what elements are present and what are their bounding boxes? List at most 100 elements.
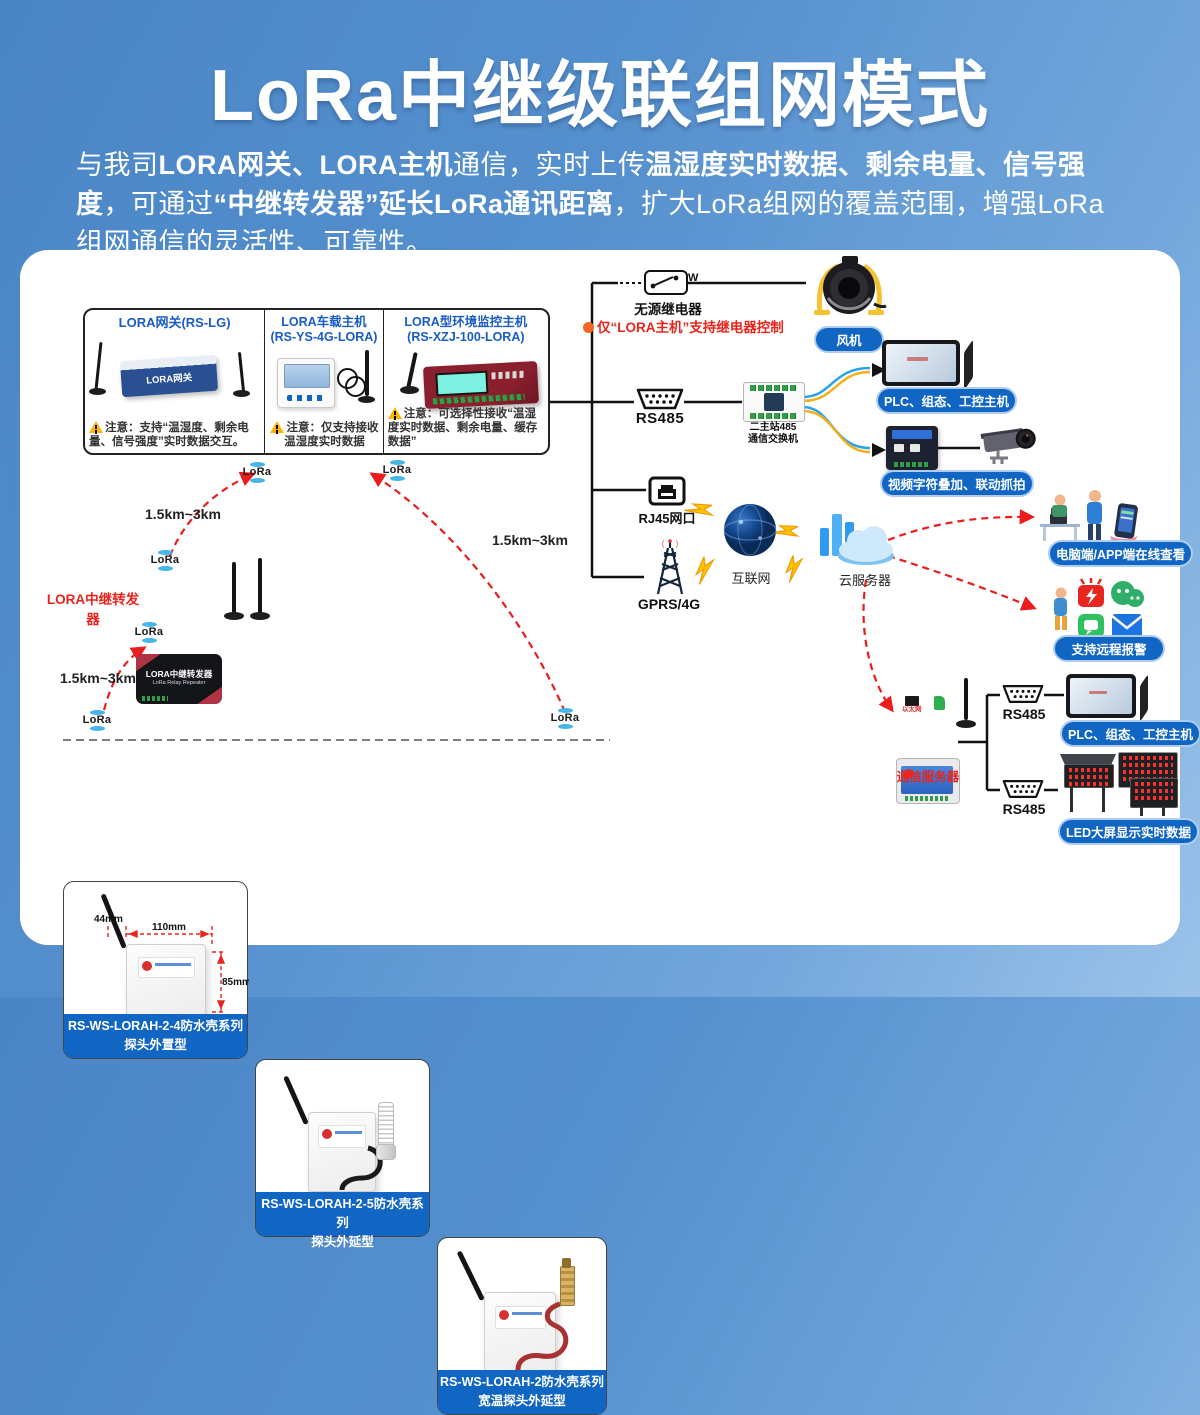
intro-segment: 温湿度实时数据、剩余电量、信号强度 <box>76 150 1086 219</box>
lora-mark: LoRa <box>150 550 180 571</box>
distance-label: 1.5km~3km <box>492 532 568 548</box>
gateway-title: LORA网关(RS-LG) <box>118 315 231 330</box>
camera-icon <box>980 422 1040 473</box>
lora-mark: LoRa <box>82 710 112 731</box>
repeater-device-line1: LORA中继转发器 <box>145 669 213 679</box>
sim-card-icon <box>934 696 945 710</box>
connector-layer <box>63 281 1064 792</box>
led-display-image <box>1060 750 1180 816</box>
diagram-canvas: LORA网关(RS-LG) LORA网关 注意：支持“温湿度、剩余电量、信号强度… <box>20 250 1200 1415</box>
rs485-connector-icon <box>636 388 684 415</box>
plc-badge: PLC、组态、工控主机 <box>876 387 1018 414</box>
intro-segment: “中继转发器”延长LoRa通讯距离 <box>213 189 614 219</box>
lora-mark: LoRa <box>550 708 580 729</box>
repeater-device-image: LORA中继转发器 LoRa Relay Repeater <box>136 654 222 704</box>
gprs-tower-icon <box>646 538 694 601</box>
rs485-switch-image <box>743 382 805 422</box>
repeater-antenna <box>232 562 236 614</box>
product-card-3: RS-WS-LORAH-2防水壳系列宽温探头外延型 <box>437 1237 607 1415</box>
pc-app-illustration <box>1038 488 1142 549</box>
product-name-badge: RS-WS-LORAH-2防水壳系列宽温探头外延型 <box>438 1370 606 1414</box>
plc-monitor-image <box>882 340 960 386</box>
product-name-badge: RS-WS-LORAH-2-5防水壳系列探头外延型 <box>256 1192 429 1249</box>
warning-icon <box>387 407 402 419</box>
lora-mark: LoRa <box>242 462 272 483</box>
warning-icon <box>270 421 285 433</box>
relay-w-mark: W <box>688 272 699 284</box>
video-overlay-badge: 视频字符叠加、联动抓拍 <box>880 470 1034 497</box>
rs485-label: RS485 <box>635 410 685 427</box>
repeater-device-line2: LoRa Relay Repeater <box>152 680 206 686</box>
comm-server-image <box>896 758 960 804</box>
alarm-badge: 支持远程报警 <box>1053 635 1165 662</box>
host-boxes-row: LORA网关(RS-LG) LORA网关 注意：支持“温湿度、剩余电量、信号强度… <box>83 308 550 455</box>
svg-text:85mm: 85mm <box>222 977 249 988</box>
server-antenna-base <box>956 720 976 728</box>
bullet-icon <box>583 322 594 333</box>
relay-label: 无源继电器 <box>634 302 702 317</box>
product-image-2 <box>256 1060 429 1192</box>
rs485-connector-icon <box>1002 779 1044 804</box>
trunk-lines <box>550 281 1064 792</box>
gateway-note: 注意：支持“温湿度、剩余电量、信号强度”实时数据交互。 <box>89 421 249 448</box>
product-name-badge: RS-WS-LORAH-2-4防水壳系列探头外置型 <box>64 1014 247 1058</box>
host-box-gateway: LORA网关(RS-LG) LORA网关 注意：支持“温湿度、剩余电量、信号强度… <box>85 310 264 453</box>
led-badge: LED大屏显示实时数据 <box>1058 818 1200 845</box>
comm-server-label: 通信服务器 <box>896 770 960 784</box>
intro-paragraph: 与我司LORA网关、LORA主机通信，实时上传温湿度实时数据、剩余电量、信号强度… <box>76 146 1128 263</box>
pc-app-badge: 电脑端/APP端在线查看 <box>1048 540 1194 567</box>
lora-mark: LoRa <box>134 622 164 643</box>
plc-badge-2: PLC、组态、工控主机 <box>1060 720 1200 747</box>
fan-image <box>808 254 890 322</box>
env-note: 注意：可选择性接收“温湿度实时数据、剩余电量、缓存数据” <box>387 407 538 448</box>
probe-cable <box>515 1301 569 1371</box>
video-overlay-device-image <box>886 426 938 470</box>
vehicle-note: 注意：仅支持接收温湿度实时数据 <box>269 421 379 449</box>
relay-warning: 仅“LORA主机”支持继电器控制 <box>583 316 784 336</box>
lora-dashed-arrows <box>102 471 1037 713</box>
rj45-label: RJ45网口 <box>638 511 696 526</box>
cable-lines <box>802 363 886 457</box>
terminal-strip <box>750 413 798 419</box>
host-box-env: LORA型环境监控主机(RS-XZJ-100-LORA) 注意：可选择性接收“温… <box>382 310 548 453</box>
relay-icon <box>644 270 688 295</box>
repeater-antenna-base <box>250 612 270 620</box>
lora-mark: LoRa <box>382 460 412 481</box>
svg-text:110mm: 110mm <box>152 922 186 933</box>
repeater-antenna-base <box>224 612 244 620</box>
env-title: LORA型环境监控主机(RS-XZJ-100-LORA) <box>404 315 528 344</box>
repeater-antenna <box>258 558 262 614</box>
internet-globe-icon <box>723 504 777 556</box>
gateway-device-label: LORA网关 <box>145 372 193 387</box>
intro-segment: ，可通过 <box>103 189 214 219</box>
internet-label: 互联网 <box>731 571 771 586</box>
gprs-label: GPRS/4G <box>637 596 701 612</box>
ethernet-label: 以太网 <box>902 706 922 713</box>
rj45-port-icon <box>648 476 686 511</box>
rs485-connector-icon <box>1002 684 1044 709</box>
product-image-3 <box>438 1238 606 1374</box>
terminal-strip <box>750 385 798 391</box>
intro-segment: 与我司 <box>76 150 159 180</box>
server-antenna <box>964 678 968 720</box>
rs485-label-2a: RS485 <box>1002 706 1046 722</box>
product-card-1: 44mm 110mm 85mm RS-WS-LORAH-2-4防水壳系列探头外置… <box>63 881 249 1059</box>
intro-segment: 通信，实时上传 <box>452 150 646 180</box>
cloud-server-icon <box>820 514 894 565</box>
svg-text:44mm: 44mm <box>94 914 123 925</box>
vehicle-title: LORA车载主机(RS-YS-4G-LORA) <box>270 315 378 344</box>
product-image-1: 44mm 110mm 85mm <box>64 882 249 1042</box>
intro-segment: LORA网关、LORA主机 <box>158 150 453 180</box>
distance-label: 1.5km~3km <box>60 670 136 686</box>
warning-icon <box>89 421 103 433</box>
repeater-label: LORA中继转发器 <box>46 592 140 627</box>
probe-cable <box>339 1145 383 1191</box>
ethernet-port-icon: 以太网 <box>902 696 922 713</box>
alarm-illustration <box>1050 578 1152 647</box>
rs485-label-2b: RS485 <box>1002 801 1046 817</box>
distance-label: 1.5km~3km <box>145 506 221 522</box>
host-box-vehicle: LORA车载主机(RS-YS-4G-LORA) 注意：仅支持接收温湿度实时数据 <box>264 310 382 453</box>
plc-monitor-image-2 <box>1066 674 1136 718</box>
page-title: LoRa中继级联组网模式 <box>209 56 990 136</box>
